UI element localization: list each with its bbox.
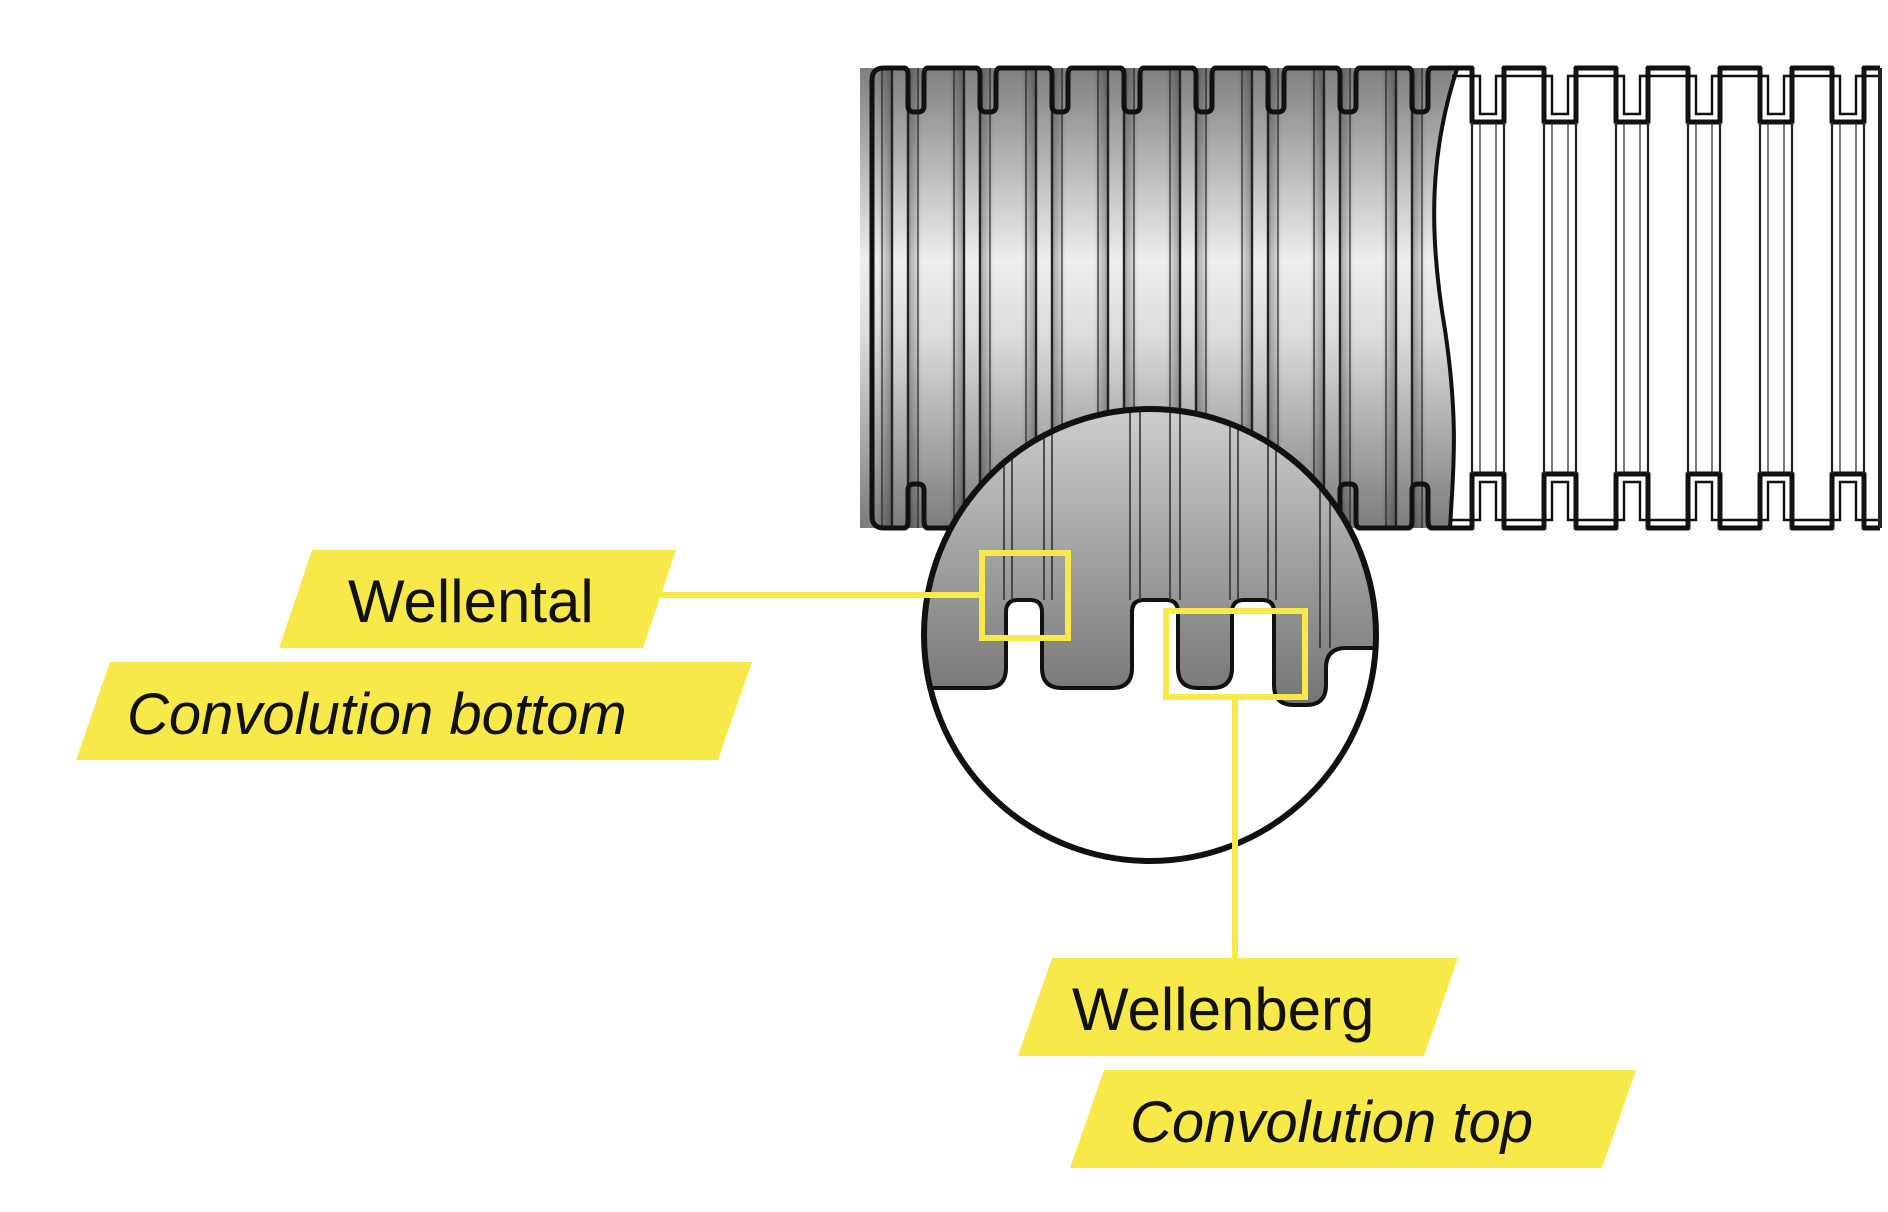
tag-background — [76, 662, 752, 760]
label-convolution-top: Convolution top — [1130, 1090, 1533, 1155]
callout-lines — [627, 550, 1308, 958]
label-crest-en: Convolution top — [1070, 1070, 1636, 1168]
label-valley-en: Convolution bottom — [76, 662, 752, 760]
magnifier-ring — [921, 406, 1379, 864]
tag-background — [279, 550, 676, 648]
pipe-cutaway-section — [1432, 65, 1882, 531]
label-convolution-bottom: Convolution bottom — [127, 682, 627, 747]
label-wellental: Wellental — [348, 568, 594, 635]
tag-background — [1018, 958, 1458, 1056]
label-crest-de: Wellenberg — [1018, 958, 1458, 1056]
label-valley-de: Wellental — [279, 550, 676, 648]
magnifier-detail — [921, 406, 1379, 864]
valley-highlight-box — [979, 550, 1071, 641]
tag-background — [1070, 1070, 1636, 1168]
cut-edge-line — [1432, 65, 1460, 531]
label-wellenberg: Wellenberg — [1072, 976, 1374, 1043]
